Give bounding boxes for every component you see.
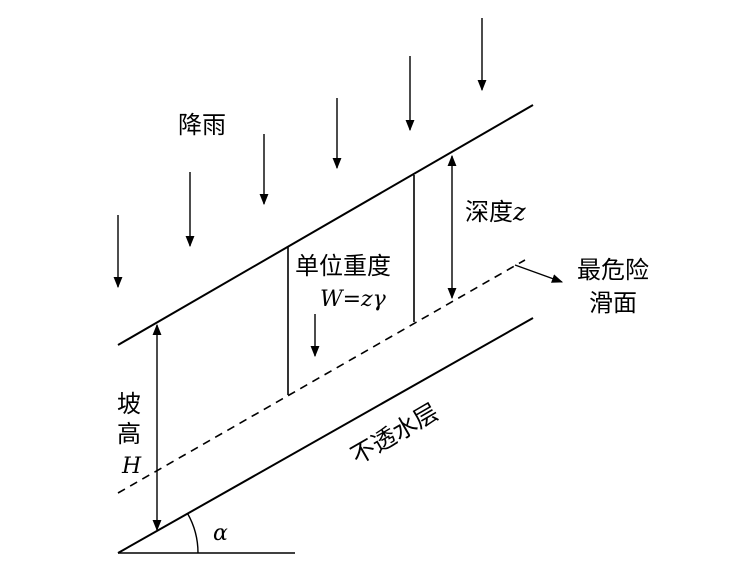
angle-arc: [186, 513, 199, 554]
impermeable-layer-line: [117, 317, 534, 554]
slip-surface-leader-arrow: [514, 264, 564, 283]
rainfall-label: 降雨: [178, 111, 226, 139]
critical-slip-label-line1: 最危险: [577, 256, 649, 284]
angle-label: α: [213, 521, 228, 546]
depth-variable: z: [512, 198, 526, 226]
unit-weight-label: 单位重度: [295, 252, 391, 280]
depth-label: 深度z: [465, 198, 526, 226]
rainfall-arrows: [113, 18, 487, 289]
depth-text: 深度: [465, 198, 513, 226]
critical-slip-label-line2: 滑面: [589, 289, 637, 317]
slope-height-label-line2: 高: [117, 420, 141, 448]
slope-height-label-line1: 坡: [117, 390, 141, 418]
weight-formula-label: W=zγ: [320, 287, 387, 312]
impermeable-layer-label: 不透水层: [346, 398, 443, 470]
slope-height-variable: H: [121, 454, 142, 479]
ground-surface-line: [117, 104, 534, 346]
